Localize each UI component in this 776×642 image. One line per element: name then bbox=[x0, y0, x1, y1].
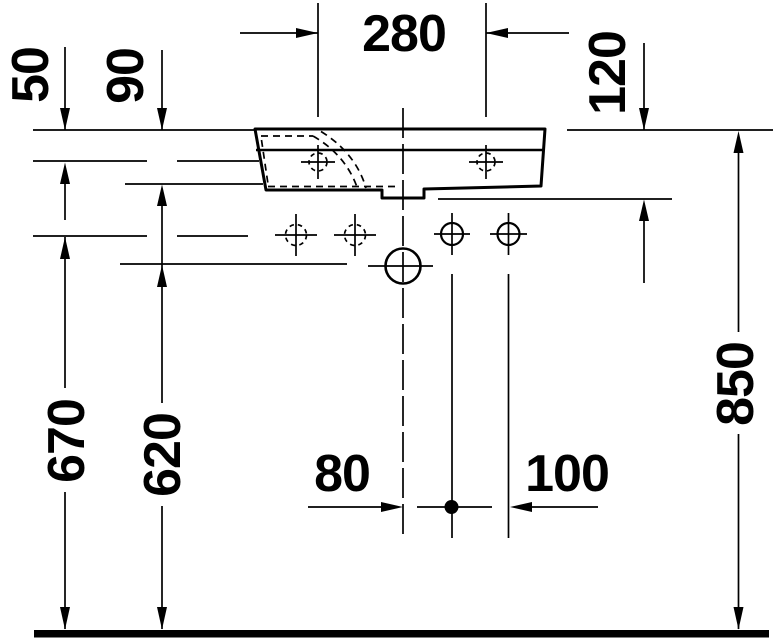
dim-50-label: 50 bbox=[2, 47, 60, 103]
basin bbox=[253, 127, 547, 200]
dim-280-arrow-right-icon bbox=[296, 28, 318, 38]
mount-hole-right-circle bbox=[343, 223, 367, 247]
fixing-hole-right-circle bbox=[496, 221, 521, 247]
dim-850-label: 850 bbox=[707, 342, 765, 426]
dim-850-arrow-down-icon bbox=[733, 607, 744, 630]
dimension-80-100: 80 100 bbox=[308, 445, 610, 514]
dim-chain-dot bbox=[444, 500, 459, 514]
dim-620-label: 620 bbox=[134, 413, 192, 497]
dimension-90: 90 bbox=[97, 48, 167, 403]
reference-lines bbox=[33, 3, 773, 538]
dimension-50: 50 bbox=[2, 47, 70, 220]
wall-holes bbox=[275, 213, 527, 285]
dim-670-arrow-up-icon bbox=[60, 237, 70, 259]
drain-outlet-circle bbox=[384, 247, 422, 285]
dimension-620: 620 bbox=[134, 265, 192, 630]
dim-120-label: 120 bbox=[579, 31, 637, 115]
dim-50-arrow-down-icon bbox=[60, 108, 70, 130]
dim-90-label: 90 bbox=[97, 48, 155, 104]
dim-280-label: 280 bbox=[362, 5, 446, 63]
tap-hole-left-circle bbox=[308, 152, 328, 172]
dimension-120: 120 bbox=[579, 31, 649, 283]
dim-620-arrow-up-icon bbox=[157, 265, 167, 287]
dimension-280: 280 bbox=[240, 5, 569, 63]
dim-120-arrow-up-icon bbox=[639, 199, 649, 221]
tap-hole-right-crosshair bbox=[469, 145, 503, 179]
tap-hole-left bbox=[301, 145, 335, 179]
dim-90-arrow-down-icon bbox=[157, 108, 167, 130]
dimension-850: 850 bbox=[707, 131, 765, 630]
dimension-670: 670 bbox=[38, 237, 96, 630]
dim-80-arrow-right-icon bbox=[381, 502, 403, 512]
mount-hole-right-crosshair bbox=[334, 214, 376, 256]
mount-hole-left-crosshair bbox=[275, 214, 317, 256]
tap-hole-right-circle bbox=[476, 152, 496, 172]
dim-80-label: 80 bbox=[314, 445, 370, 503]
floor-line bbox=[34, 630, 769, 638]
tap-hole-right bbox=[469, 145, 503, 179]
fixing-hole-left-crosshair bbox=[434, 213, 470, 255]
tap-hole-left-crosshair bbox=[301, 145, 335, 179]
dim-850-arrow-up-icon bbox=[733, 131, 744, 153]
dim-620-arrow-down-icon bbox=[157, 607, 167, 630]
fixing-hole-left-circle bbox=[439, 221, 465, 247]
dim-280-arrow-left-icon bbox=[486, 28, 508, 38]
dim-120-arrow-down-icon bbox=[639, 108, 649, 130]
dim-670-arrow-down-icon bbox=[60, 607, 70, 630]
dim-100-label: 100 bbox=[525, 445, 609, 503]
fixing-hole-right-crosshair bbox=[490, 213, 527, 255]
mount-hole-left-circle bbox=[284, 223, 308, 247]
dim-670-label: 670 bbox=[38, 399, 96, 483]
bowl-hidden-curve-outer bbox=[312, 135, 358, 188]
bowl-hidden-left-wall bbox=[260, 139, 269, 185]
bowl-hidden-curve-inner bbox=[320, 130, 367, 189]
basin-outline bbox=[253, 127, 547, 200]
dim-50-arrow-up-icon bbox=[60, 162, 70, 184]
dim-90-arrow-up-icon bbox=[157, 184, 167, 206]
dim-100-arrow-left-icon bbox=[510, 502, 532, 512]
